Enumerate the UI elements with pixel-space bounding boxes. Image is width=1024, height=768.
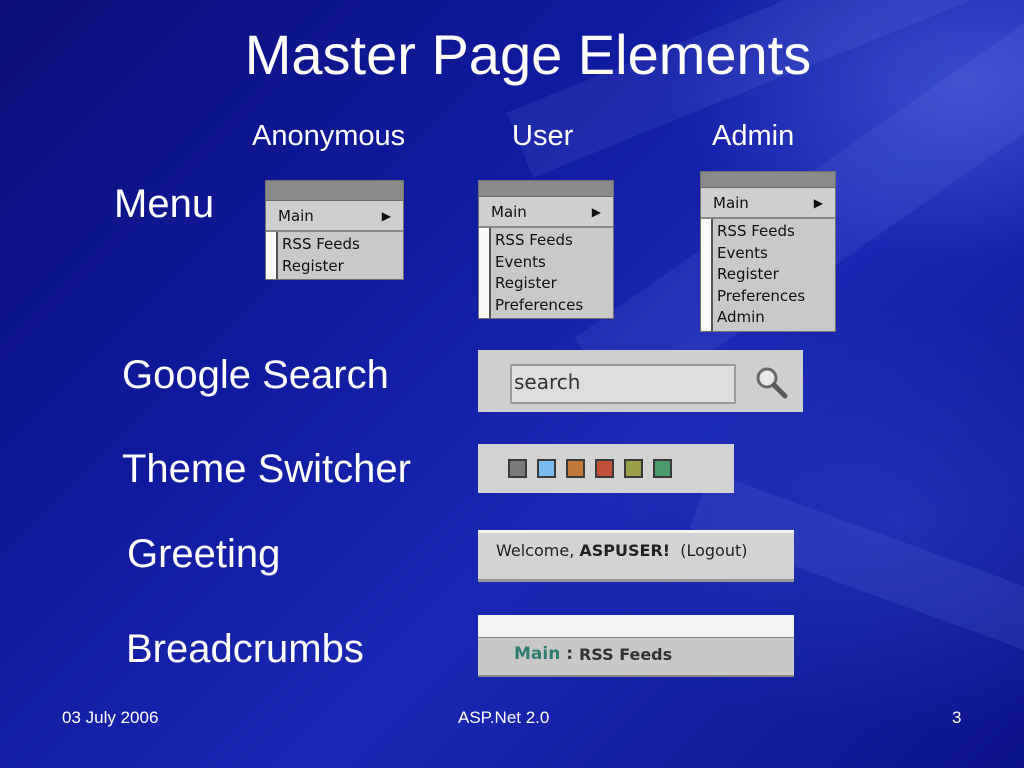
menu-label: Menu [114,182,215,226]
menu-stripe [266,232,278,279]
breadcrumb: Main : RSS Feeds [478,637,794,677]
submenu-arrow-icon: ▶ [813,195,823,210]
menu-item-preferences[interactable]: Preferences [717,286,806,305]
greeting-username: ASPUSER! [579,541,671,560]
menu-item-admin[interactable]: Admin [717,308,765,326]
menu-title-bar [701,172,835,188]
theme-swatch-gray[interactable] [508,459,527,478]
menu-item-register[interactable]: Register [495,274,557,292]
user-menu: Main ▶ RSS Feeds Events Register Prefere… [478,180,614,319]
menu-item-events[interactable]: Events [717,243,768,262]
breadcrumb-separator: : [560,644,579,664]
column-header-user: User [512,120,574,152]
google-search-label: Google Search [122,353,389,397]
menu-item-rss-feeds[interactable]: RSS Feeds [495,231,573,249]
greeting-widget: Welcome, ASPUSER! (Logout) [478,530,794,582]
submenu-arrow-icon: ▶ [591,204,601,219]
menu-item-events[interactable]: Events [495,252,546,271]
menu-title-bar [479,181,613,197]
theme-swatch-blue[interactable] [537,459,556,478]
magnifier-icon[interactable] [753,364,789,400]
theme-switcher-label: Theme Switcher [122,447,411,491]
menu-item-rss-feeds[interactable]: RSS Feeds [717,222,795,240]
theme-swatch-red[interactable] [595,459,614,478]
theme-swatch-green[interactable] [653,459,672,478]
submenu-arrow-icon: ▶ [381,208,391,223]
footer-page-number: 3 [952,708,962,727]
breadcrumb-root-link[interactable]: Main [514,644,561,664]
menu-title-bar [266,181,403,201]
theme-swatch-orange[interactable] [566,459,585,478]
greeting-label: Greeting [127,532,281,576]
footer-title: ASP.Net 2.0 [458,708,550,727]
menu-item-register[interactable]: Register [282,256,344,275]
logout-link[interactable]: (Logout) [680,541,748,560]
search-input[interactable]: search [510,364,736,404]
theme-swatch-olive[interactable] [624,459,643,478]
menu-main-label: Main [713,193,749,212]
anonymous-menu: Main ▶ RSS Feeds Register [265,180,404,280]
menu-item-rss-feeds[interactable]: RSS Feeds [282,235,360,253]
breadcrumb-current: RSS Feeds [578,645,673,664]
menu-main-label: Main [491,202,527,221]
breadcrumbs-widget: Main : RSS Feeds [478,615,794,677]
menu-stripe [701,219,713,331]
menu-stripe [479,228,491,318]
theme-switcher-widget [478,444,734,493]
menu-main-label: Main [278,206,314,225]
column-header-admin: Admin [712,120,795,152]
admin-menu: Main ▶ RSS Feeds Events Register Prefere… [700,171,836,332]
footer-date: 03 July 2006 [62,708,159,727]
google-search-widget: search [478,350,803,412]
slide-title: Master Page Elements [244,23,812,86]
menu-item-register[interactable]: Register [717,265,779,283]
column-header-anonymous: Anonymous [252,120,406,152]
menu-main-item[interactable]: Main ▶ [701,188,835,219]
menu-main-item[interactable]: Main ▶ [479,197,613,228]
breadcrumbs-label: Breadcrumbs [126,627,364,671]
greeting-prefix: Welcome, [496,541,580,560]
menu-main-item[interactable]: Main ▶ [266,201,403,232]
menu-item-preferences[interactable]: Preferences [495,295,584,314]
